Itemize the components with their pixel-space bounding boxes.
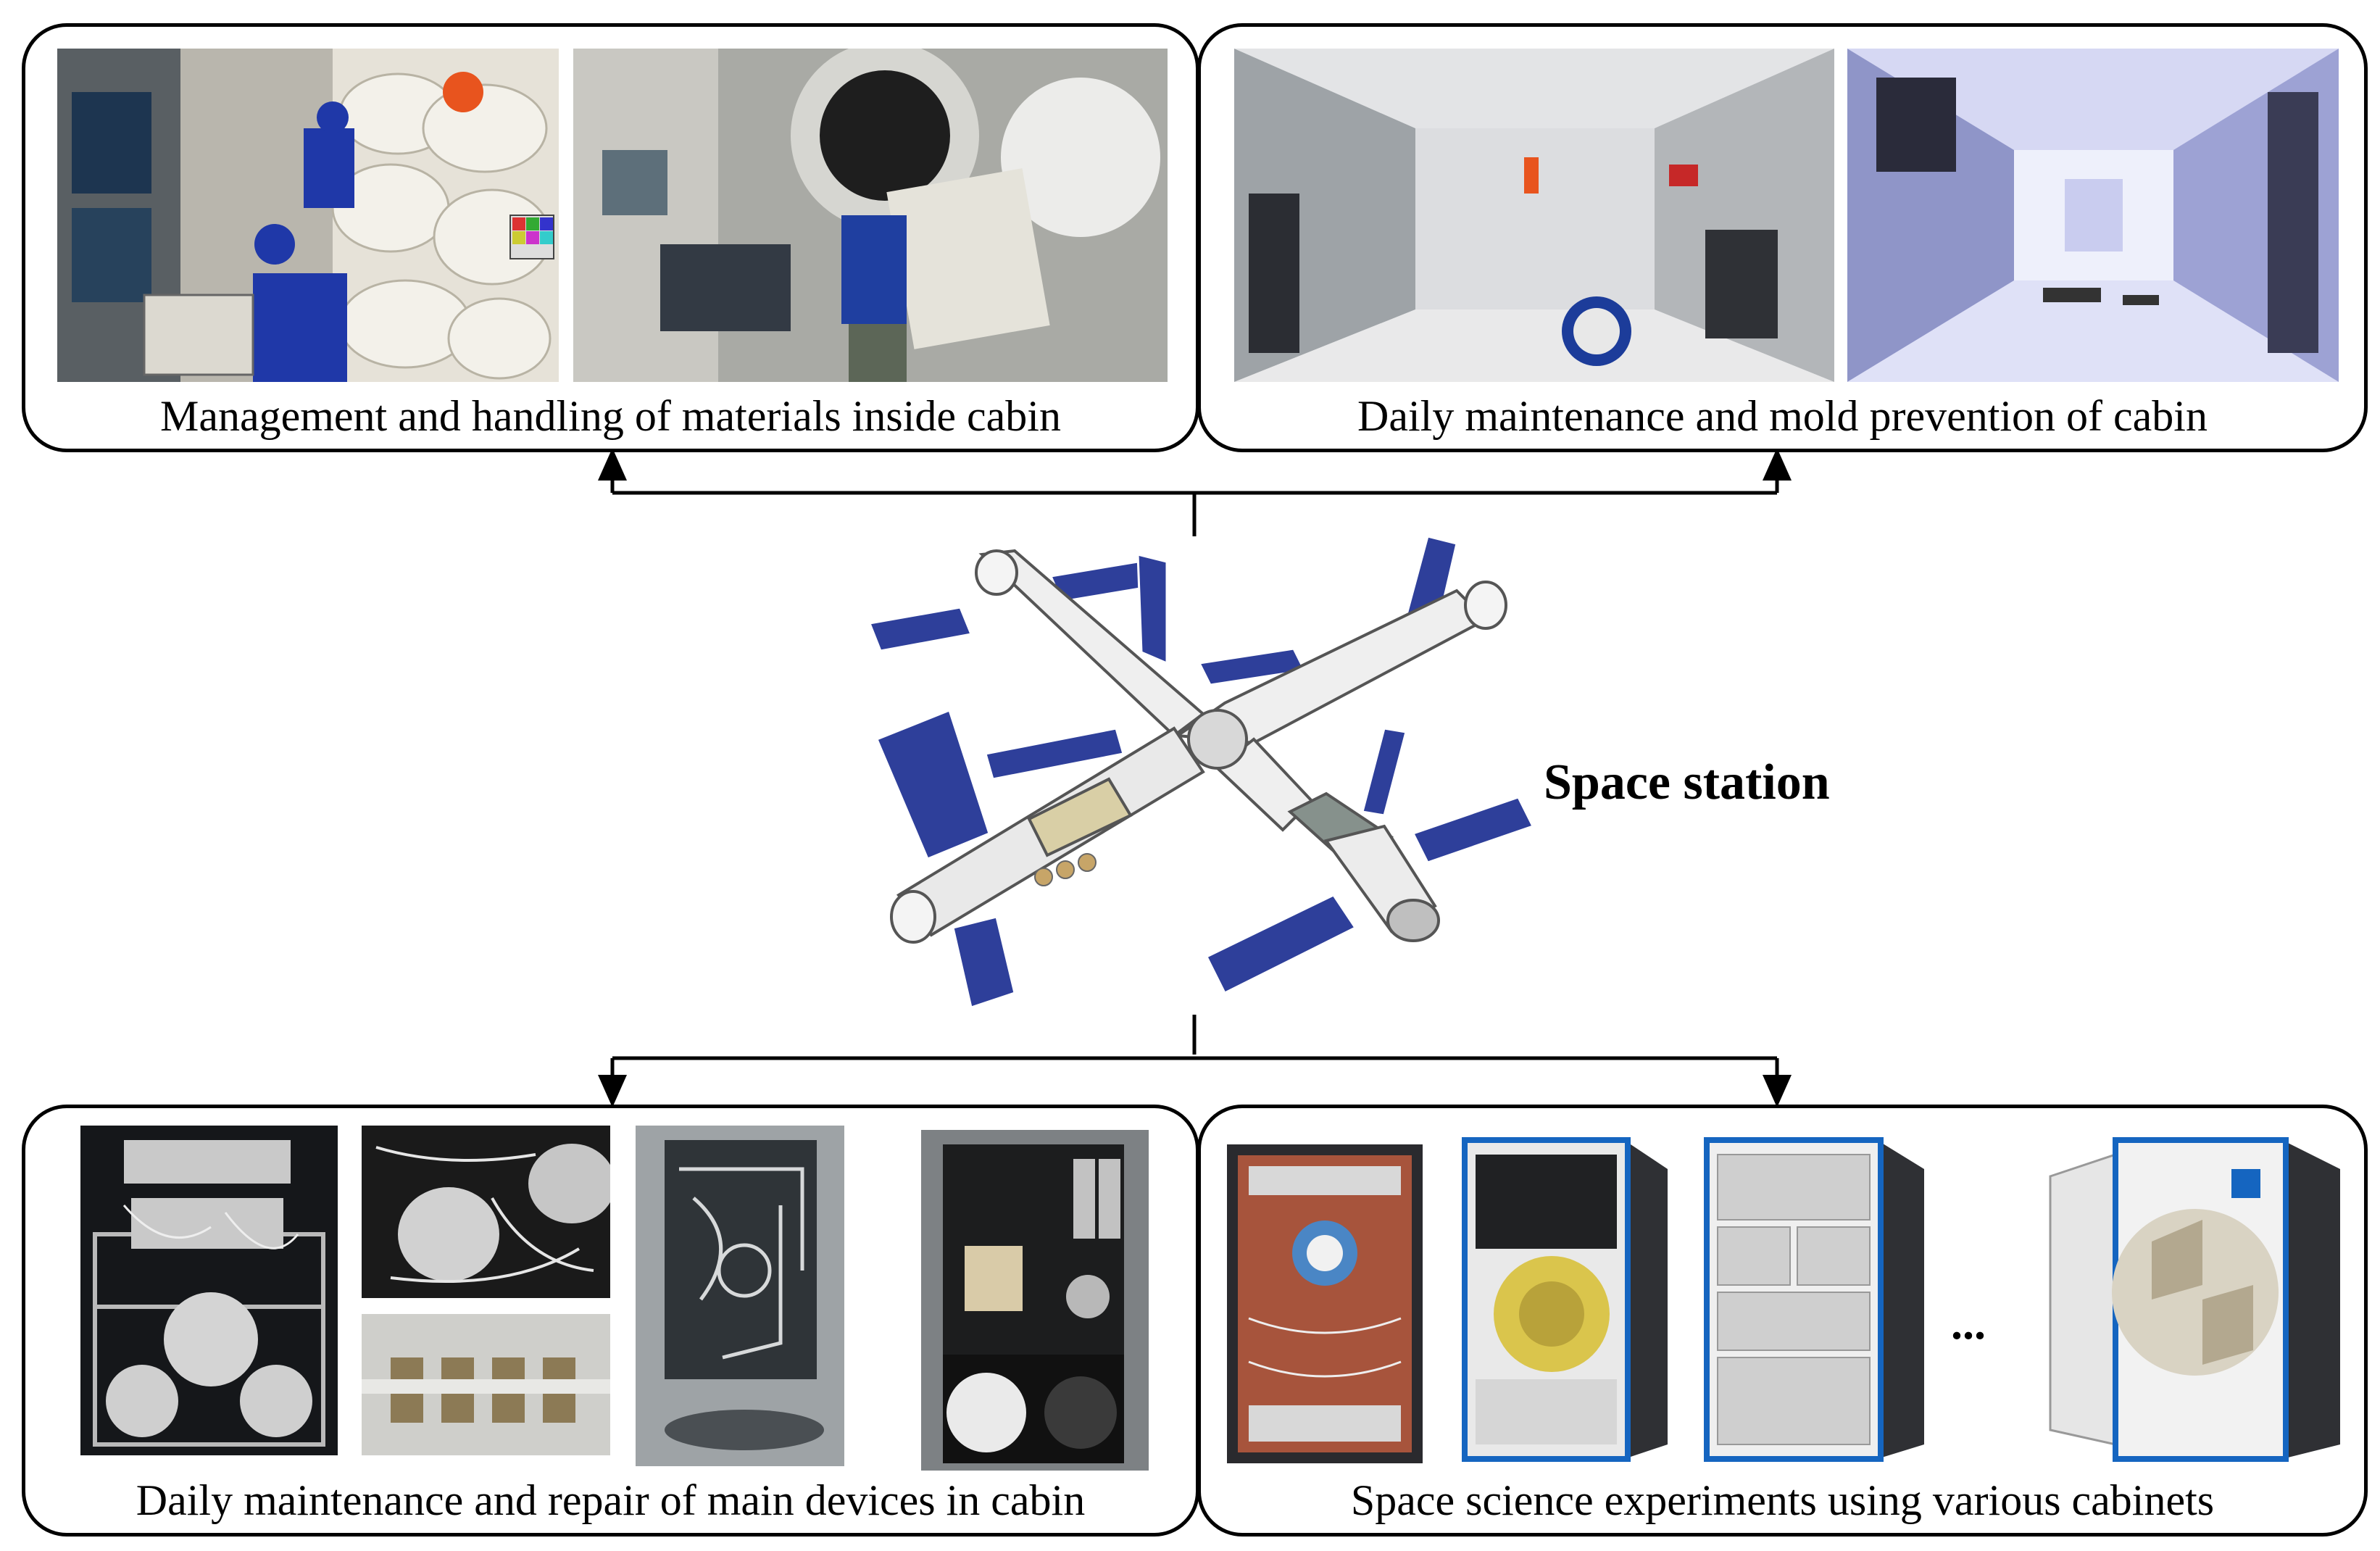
- cabin-corridor-photo: [1847, 49, 2339, 382]
- panel-devices: Daily maintenance and repair of main dev…: [22, 1105, 1199, 1537]
- pipe-assembly-photo-2: [636, 1126, 844, 1466]
- plumbing-module-photo: [921, 1130, 1149, 1471]
- station-label: Space station: [1544, 754, 1830, 810]
- experiment-cabinet-2: [1457, 1126, 1668, 1471]
- panel-experiments: ... Space science experiments using vari…: [1197, 1105, 2368, 1537]
- experiment-cabinet-4: [2036, 1126, 2347, 1471]
- cabin-storage-photo: [57, 49, 559, 382]
- valve-assembly-photo: [362, 1126, 610, 1298]
- experiment-cabinet-1: [1227, 1144, 1423, 1463]
- caption-materials: Management and handling of materials ins…: [160, 392, 1061, 440]
- cabin-interior-photo: [1234, 49, 1834, 382]
- device-rack-photo: [80, 1126, 338, 1455]
- more-cabinets-ellipsis: ...: [1951, 1297, 1986, 1349]
- caption-maintenance: Daily maintenance and mold prevention of…: [1357, 392, 2208, 440]
- panel-maintenance: Daily maintenance and mold prevention of…: [1197, 23, 2368, 452]
- astronaut-hatch-photo: [573, 49, 1168, 382]
- space-station-icon: [867, 535, 1535, 1009]
- panel-materials: Management and handling of materials ins…: [22, 23, 1199, 452]
- caption-experiments: Space science experiments using various …: [1350, 1476, 2215, 1524]
- pipe-assembly-photo: [362, 1314, 610, 1455]
- caption-devices: Daily maintenance and repair of main dev…: [136, 1476, 1086, 1524]
- experiment-cabinet-3: [1699, 1126, 1924, 1471]
